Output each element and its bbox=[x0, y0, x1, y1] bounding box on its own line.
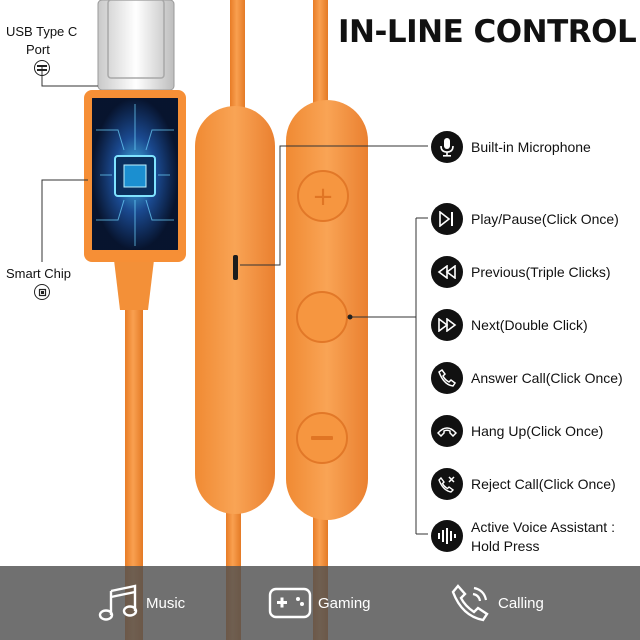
remote-side bbox=[195, 106, 275, 514]
music-icon bbox=[98, 584, 138, 621]
feature-label-voice-assistant: Active Voice Assistant : bbox=[471, 519, 615, 535]
cable-right-top bbox=[313, 0, 328, 112]
microphone-icon bbox=[431, 131, 463, 163]
page-title: IN-LINE CONTROL bbox=[338, 14, 637, 50]
feature-label-reject-call: Reject Call(Click Once) bbox=[471, 476, 616, 492]
feature-label-microphone: Built-in Microphone bbox=[471, 139, 591, 155]
voice-assistant-icon bbox=[431, 520, 463, 552]
feature-label-next: Next(Double Click) bbox=[471, 317, 588, 333]
usb-port-label-line2: Port bbox=[26, 42, 50, 57]
play-pause-icon bbox=[431, 203, 463, 235]
usage-calling-label: Calling bbox=[498, 594, 544, 612]
answer-call-icon bbox=[431, 362, 463, 394]
multi-function-button bbox=[296, 291, 348, 343]
volume-up-button: + bbox=[297, 170, 349, 222]
gamepad-icon bbox=[268, 587, 312, 619]
hang-up-icon bbox=[431, 415, 463, 447]
usage-gaming: Gaming bbox=[268, 566, 371, 640]
usage-calling: Calling bbox=[450, 566, 544, 640]
chip-icon bbox=[34, 284, 50, 300]
usb-c-plug bbox=[97, 0, 175, 91]
feature-label-answer-call: Answer Call(Click Once) bbox=[471, 370, 623, 386]
previous-icon bbox=[431, 256, 463, 288]
feature-label-voice-assistant-line2: Hold Press bbox=[471, 538, 540, 554]
usb-port-icon bbox=[34, 60, 50, 76]
phone-icon bbox=[451, 584, 489, 622]
usb-port-label-line1: USB Type C bbox=[6, 24, 78, 39]
next-icon bbox=[431, 309, 463, 341]
smart-chip-label: Smart Chip bbox=[6, 266, 72, 281]
usage-gaming-label: Gaming bbox=[318, 594, 371, 612]
bottom-usage-bar: Music Gaming Calling bbox=[0, 566, 640, 640]
feature-label-play-pause: Play/Pause(Click Once) bbox=[471, 211, 619, 227]
reject-call-icon bbox=[431, 468, 463, 500]
volume-down-button bbox=[296, 412, 348, 464]
usb-cable bbox=[125, 258, 143, 640]
feature-label-hang-up: Hang Up(Click Once) bbox=[471, 423, 604, 439]
usage-music: Music bbox=[98, 566, 185, 640]
usage-music-label: Music bbox=[146, 594, 186, 612]
feature-label-previous: Previous(Triple Clicks) bbox=[471, 264, 611, 280]
cable-left-top bbox=[230, 0, 245, 112]
svg-text:+: + bbox=[312, 182, 334, 212]
